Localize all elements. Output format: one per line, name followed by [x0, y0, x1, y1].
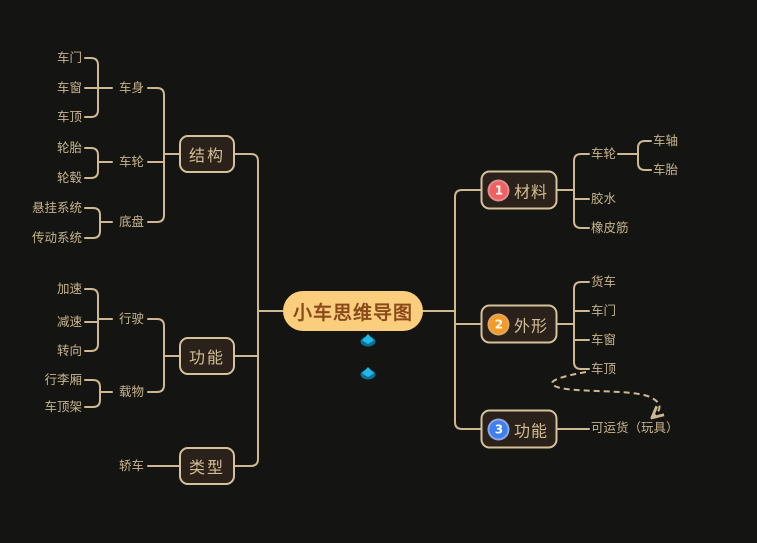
branch-box-appearance[interactable]: 2 外形 — [480, 304, 558, 344]
node-car-tire[interactable]: 车胎 — [653, 161, 679, 177]
node-luggage-trunk[interactable]: 行李厢 — [44, 371, 82, 387]
branch-label: 结构 — [188, 146, 225, 165]
branch-label: 功能 — [188, 348, 225, 367]
node-roof-right[interactable]: 车顶 — [591, 360, 617, 376]
node-car-wheels[interactable]: 车轮 — [118, 153, 144, 169]
gem-icon[interactable] — [360, 333, 376, 347]
node-wheels-right[interactable]: 车轮 — [591, 145, 617, 161]
node-door-right[interactable]: 车门 — [591, 302, 617, 318]
node-sedan[interactable]: 轿车 — [118, 457, 144, 473]
branch-box-function-right[interactable]: 3 功能 — [480, 409, 558, 449]
branch-label: 外形 — [513, 316, 548, 335]
node-driving[interactable]: 行驶 — [118, 310, 144, 326]
node-car-body[interactable]: 车身 — [118, 79, 144, 95]
branch-label: 功能 — [513, 421, 548, 440]
dashed-arrow — [551, 371, 659, 416]
node-chassis[interactable]: 底盘 — [118, 213, 144, 229]
node-car-door[interactable]: 车门 — [56, 49, 82, 65]
node-decelerate[interactable]: 减速 — [56, 313, 82, 329]
node-steering[interactable]: 转向 — [56, 342, 82, 358]
node-accelerate[interactable]: 加速 — [56, 280, 82, 296]
branch-label: 材料 — [513, 182, 548, 201]
branch-box-materials[interactable]: 1 材料 — [480, 170, 558, 210]
central-topic[interactable]: 小车思维导图 — [283, 291, 423, 331]
node-rubber-band[interactable]: 橡皮筋 — [591, 219, 629, 235]
node-tire[interactable]: 轮胎 — [56, 139, 82, 155]
node-suspension-system[interactable]: 悬挂系统 — [31, 199, 82, 215]
node-can-carry-cargo-toy[interactable]: 可运货（玩具） — [591, 419, 679, 435]
node-roof-rack[interactable]: 车顶架 — [44, 398, 82, 414]
node-window-right[interactable]: 车窗 — [591, 331, 617, 347]
numbered-badge-1-icon: 1 — [489, 181, 508, 199]
node-cargo[interactable]: 载物 — [118, 383, 144, 399]
gem-icon[interactable] — [360, 366, 376, 380]
node-wheel-hub[interactable]: 轮毂 — [56, 169, 82, 185]
numbered-badge-3-icon: 3 — [489, 420, 508, 438]
numbered-badge-2-icon: 2 — [489, 315, 508, 333]
branch-box-structure[interactable]: 结构 — [179, 135, 235, 173]
node-glue[interactable]: 胶水 — [591, 190, 617, 206]
node-axle[interactable]: 车轴 — [653, 132, 679, 148]
node-truck[interactable]: 货车 — [591, 273, 617, 289]
branch-box-type[interactable]: 类型 — [179, 447, 235, 485]
branch-box-function[interactable]: 功能 — [179, 337, 235, 375]
node-car-window[interactable]: 车窗 — [56, 79, 82, 95]
node-drive-system[interactable]: 传动系统 — [31, 229, 82, 245]
node-car-roof[interactable]: 车顶 — [56, 108, 82, 124]
branch-label: 类型 — [188, 458, 225, 477]
